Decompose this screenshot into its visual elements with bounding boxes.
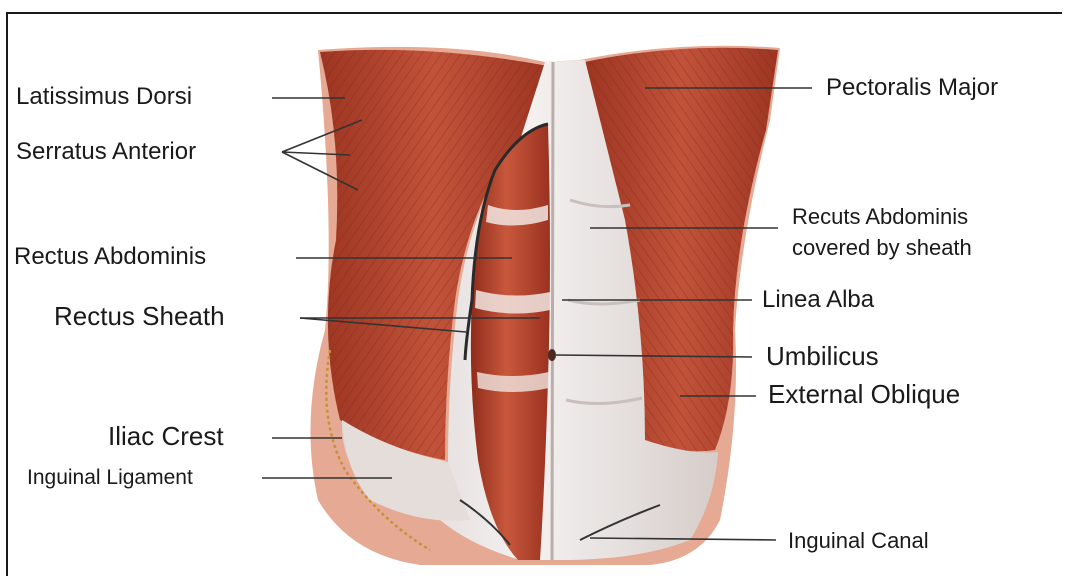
label-serratus-anterior: Serratus Anterior (16, 139, 196, 165)
label-external-oblique: External Oblique (768, 380, 960, 409)
umbilicus-mark (548, 349, 556, 361)
label-recuts-abdominis-line2: covered by sheath (792, 236, 972, 260)
label-rectus-abdominis: Rectus Abdominis (14, 244, 206, 270)
label-pectoralis-major: Pectoralis Major (826, 75, 998, 101)
label-rectus-sheath: Rectus Sheath (54, 302, 225, 331)
label-inguinal-ligament: Inguinal Ligament (27, 466, 193, 489)
label-recuts-abdominis-line1: Recuts Abdominis (792, 205, 968, 229)
label-linea-alba: Linea Alba (762, 287, 874, 313)
label-inguinal-canal: Inguinal Canal (788, 529, 929, 553)
linea-alba-line (552, 62, 553, 560)
label-iliac-crest: Iliac Crest (108, 422, 224, 451)
label-latissimus-dorsi: Latissimus Dorsi (16, 84, 192, 110)
label-umbilicus: Umbilicus (766, 342, 879, 371)
